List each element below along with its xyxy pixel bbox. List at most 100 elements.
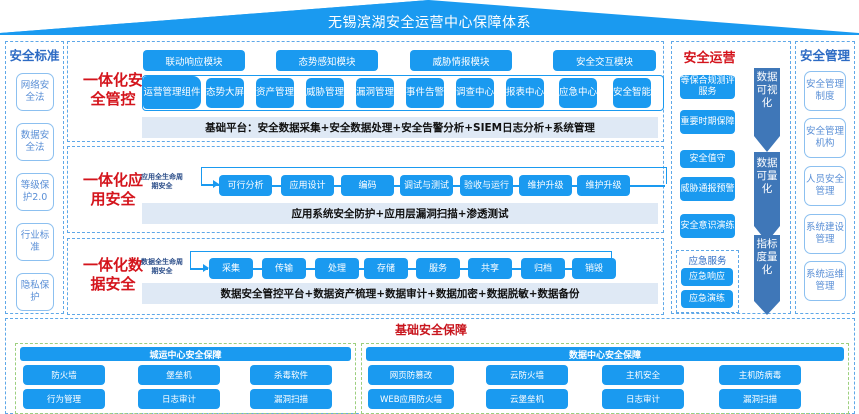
arrow-label: 数据可视化 — [756, 71, 778, 109]
security-cell: 主机安全 — [602, 365, 684, 385]
emergency-service-title: 应急服务 — [688, 256, 727, 267]
ops-item: 安全值守 — [680, 150, 735, 168]
data-step: 归档 — [521, 258, 565, 279]
management-item: 系统运维管理 — [804, 261, 846, 301]
security-cell: 防火墙 — [23, 365, 105, 385]
component-item: 安全智能 — [613, 78, 651, 108]
security-management-panel: 安全管理 安全管理制度 安全管理机构 人员安全管理 系统建设管理 系统运维管理 — [795, 41, 855, 314]
arrow-label: 数据可量化 — [756, 157, 778, 195]
emergency-service-group: 应急服务 应急响应 应急演练 — [676, 250, 739, 313]
arrow-head-icon — [213, 180, 219, 188]
security-cell: 堡垒机 — [138, 365, 220, 385]
visualization-arrow: 数据可视化 — [754, 68, 780, 152]
security-cell: 云堡垒机 — [486, 389, 568, 409]
security-operations-panel: 安全运营 等保合规测评服务 重要时期保障 安全值守 威胁通报预警 安全意识演练 … — [671, 41, 791, 315]
ops-item: 等保合规测评服务 — [680, 75, 735, 99]
emergency-item: 应急演练 — [681, 290, 733, 308]
data-step: 处理 — [315, 258, 359, 279]
city-center-group: 城运中心安全保障 防火墙 堡垒机 杀毒软件 行为管理 日志审计 漏洞扫描 — [15, 343, 356, 414]
security-cell: WEB应用防火墙 — [368, 389, 454, 409]
arrow-head-icon — [203, 264, 209, 272]
standard-item: 隐私保护 — [16, 273, 54, 311]
component-item: 报表中心 — [506, 78, 544, 108]
data-step: 销毁 — [572, 258, 616, 279]
management-item: 人员安全管理 — [804, 166, 846, 206]
data-center-title: 数据中心安全保障 — [366, 347, 844, 361]
standard-item: 网络安全法 — [16, 73, 54, 111]
data-step: 传输 — [262, 258, 306, 279]
integrated-data-section: 一体化数据安全 — [67, 238, 664, 315]
ops-item: 重要时期保障 — [680, 110, 735, 134]
app-loop-arrow — [201, 184, 219, 186]
data-platform-bar: 数据安全管控平台+数据资产梳理+数据审计+数据加密+数据脱敏+数据备份 — [142, 283, 658, 304]
data-lifecycle-label: 数据全生命周期安全 — [141, 258, 183, 275]
metrics-arrow: 指标度量化 — [754, 235, 780, 315]
base-platform-bar: 基础平台：安全数据采集+安全数据处理+安全告警分析+SIEM日志分析+系统管理 — [142, 117, 658, 138]
arrow-label: 指标度量化 — [756, 238, 778, 276]
component-item: 调查中心 — [456, 78, 494, 108]
data-step: 存储 — [364, 258, 408, 279]
app-step: 可行分析 — [219, 175, 272, 196]
security-standards-title: 安全标准 — [9, 48, 60, 63]
data-step: 采集 — [209, 258, 253, 279]
integrated-data-title: 一体化数据安全 — [82, 256, 143, 293]
component-item: 运营管理组件 — [143, 76, 201, 109]
data-loop-arrow — [190, 268, 208, 270]
security-cell: 主机防病毒 — [719, 365, 801, 385]
city-center-title: 城运中心安全保障 — [20, 347, 351, 361]
security-cell: 漏洞扫描 — [719, 389, 801, 409]
app-step: 应用设计 — [281, 175, 334, 196]
security-cell: 日志审计 — [602, 389, 684, 409]
integrated-control-section: 一体化安全管控 — [67, 41, 664, 142]
standard-item: 行业标准 — [16, 223, 54, 261]
app-step: 维护升级 — [577, 175, 630, 196]
management-item: 系统建设管理 — [804, 214, 846, 254]
security-cell: 杀毒软件 — [250, 365, 332, 385]
basic-security-title: 基础安全保障 — [394, 323, 467, 337]
basic-security-panel: 基础安全保障 城运中心安全保障 防火墙 堡垒机 杀毒软件 行为管理 日志审计 漏… — [5, 318, 855, 414]
app-loop-line — [201, 167, 667, 184]
app-lifecycle-label: 应用全生命周期安全 — [141, 173, 183, 190]
app-step: 维护升级 — [519, 175, 572, 196]
ops-item: 安全意识演练 — [680, 214, 735, 238]
integrated-app-section: 一体化应用安全 — [67, 146, 664, 233]
management-item: 安全管理制度 — [804, 71, 846, 111]
module-button: 安全交互模块 — [553, 50, 656, 71]
module-button: 态势感知模块 — [276, 50, 378, 71]
security-cell: 行为管理 — [23, 389, 105, 409]
title-banner — [0, 0, 859, 36]
ops-item: 威胁通报预警 — [680, 177, 735, 201]
data-step: 共享 — [468, 258, 512, 279]
module-button: 联动响应模块 — [143, 50, 245, 71]
components-row: 运营管理组件 态势大屏 资产管理 威胁管理 漏洞管理 事件告警 调查中心 报表中… — [142, 75, 664, 111]
security-cell: 网页防篡改 — [368, 365, 454, 385]
security-operations-title: 安全运营 — [683, 51, 736, 66]
quantification-arrow: 数据可量化 — [754, 152, 780, 242]
data-center-group: 数据中心安全保障 网页防篡改 云防火墙 主机安全 主机防病毒 WEB应用防火墙 … — [361, 343, 849, 414]
standard-item: 数据安全法 — [16, 123, 54, 161]
management-item: 安全管理机构 — [804, 118, 846, 158]
data-step: 服务 — [416, 258, 460, 279]
standard-item: 等级保护2.0 — [16, 173, 54, 211]
app-step: 调试与测试 — [400, 175, 453, 196]
component-item: 漏洞管理 — [356, 78, 394, 108]
component-item: 事件告警 — [406, 78, 444, 108]
component-item: 资产管理 — [256, 78, 294, 108]
security-standards-panel: 安全标准 网络安全法 数据安全法 等级保护2.0 行业标准 隐私保护 — [5, 41, 64, 314]
module-button: 威胁情报模块 — [410, 50, 512, 71]
page-title: 无锡滨湖安全运营中心保障体系 — [328, 15, 531, 31]
app-platform-bar: 应用系统安全防护+应用层漏洞扫描+渗透测试 — [142, 203, 658, 224]
security-cell: 云防火墙 — [486, 365, 568, 385]
security-cell: 漏洞扫描 — [250, 389, 332, 409]
roof-shape — [0, 0, 859, 35]
app-step: 验收与运行 — [460, 175, 513, 196]
component-item: 应急中心 — [559, 78, 597, 108]
security-management-title: 安全管理 — [799, 48, 850, 63]
component-item: 威胁管理 — [306, 78, 344, 108]
app-step: 编码 — [341, 175, 394, 196]
integrated-app-title: 一体化应用安全 — [82, 171, 143, 208]
integrated-control-title: 一体化安全管控 — [82, 71, 143, 108]
component-item: 态势大屏 — [206, 78, 244, 108]
security-cell: 日志审计 — [138, 389, 220, 409]
emergency-item: 应急响应 — [681, 268, 733, 286]
